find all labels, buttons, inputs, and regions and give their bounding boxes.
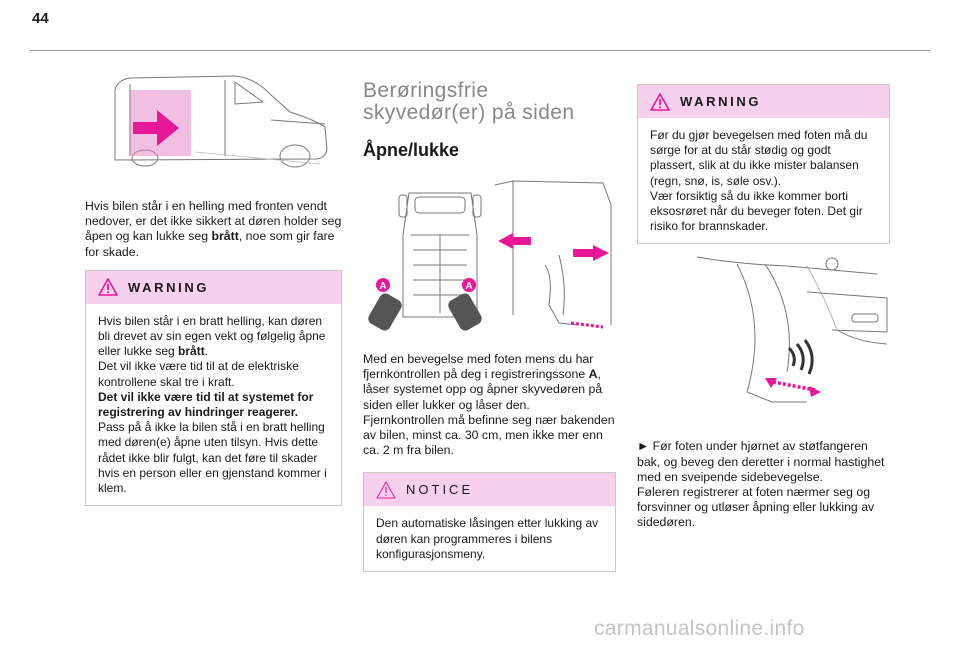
warning-icon bbox=[98, 278, 118, 297]
notice-box: NOTICE Den automatiske låsingen etter lu… bbox=[363, 472, 616, 573]
page-number: 44 bbox=[32, 10, 49, 27]
right-paragraph: ► Før foten under hjørnet av støtfangere… bbox=[637, 439, 885, 530]
intro-paragraph: Hvis bilen står i en helling med fronten… bbox=[85, 199, 342, 259]
middle-paragraph: Med en bevegelse med foten mens du har f… bbox=[363, 352, 615, 458]
section-title: Berøringsfrie skyvedør(er) på siden bbox=[363, 79, 575, 124]
warning-box-right: WARNING Før du gjør bevegelsen med foten… bbox=[637, 84, 890, 245]
right-column: WARNING Før du gjør bevegelsen med foten… bbox=[637, 84, 890, 531]
notice-body: Den automatiske låsingen etter lukking a… bbox=[376, 516, 599, 561]
warning-icon bbox=[650, 92, 670, 111]
slide-arrow-icon bbox=[133, 110, 179, 146]
warning-body-right: Før du gjør bevegelsen med foten må du s… bbox=[650, 128, 868, 234]
notice-header: NOTICE bbox=[364, 473, 615, 507]
swipe-arrow-icon bbox=[772, 380, 816, 393]
warning-body: Hvis bilen står i en bratt helling, kan … bbox=[98, 313, 327, 496]
foot-under-bumper-illustration bbox=[696, 256, 888, 403]
notice-icon bbox=[376, 481, 396, 499]
zone-a-right-label: A bbox=[465, 281, 472, 292]
warning-header: WARNING bbox=[86, 270, 341, 304]
warning-header-right: WARNING bbox=[638, 85, 889, 118]
warning-box-left: WARNING Hvis bilen står i en bratt helli… bbox=[85, 269, 342, 507]
header-rule bbox=[30, 50, 930, 51]
door-close-arrow-icon bbox=[573, 245, 609, 261]
watermark: carmanualsonline.info bbox=[594, 617, 805, 640]
warning-label: WARNING bbox=[680, 94, 762, 109]
van-side-door-illustration bbox=[114, 75, 328, 168]
zone-a-left-label: A bbox=[379, 281, 386, 292]
door-open-arrow-icon bbox=[498, 233, 531, 249]
middle-column: Berøringsfrie skyvedør(er) på siden Åpne… bbox=[363, 79, 616, 573]
warning-label: WARNING bbox=[128, 279, 210, 295]
notice-label: NOTICE bbox=[406, 482, 474, 498]
foot-swipe-arrow-icon bbox=[570, 321, 604, 329]
detection-zone-illustration: A A bbox=[368, 180, 612, 331]
subsection-title: Åpne/lukke bbox=[363, 140, 460, 160]
left-column: Hvis bilen står i en helling med fronten… bbox=[85, 72, 342, 507]
